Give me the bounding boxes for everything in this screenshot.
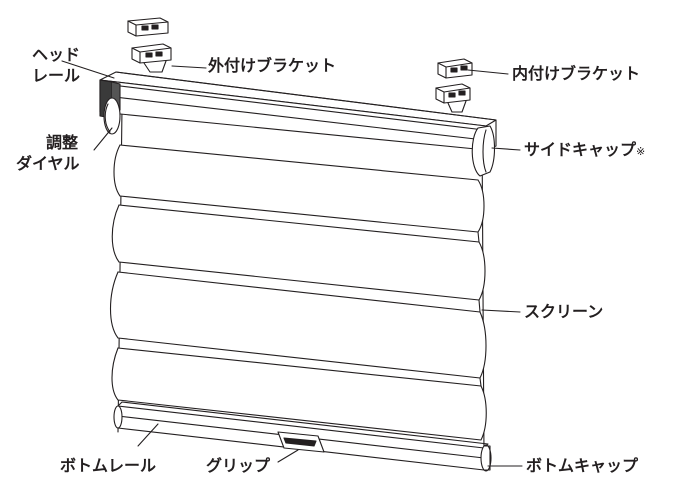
leader-inner-bracket bbox=[467, 69, 509, 75]
leader-bottom-rail bbox=[137, 423, 159, 447]
head-rail-label: ヘッド レール bbox=[32, 44, 80, 86]
side-cap-note: ※ bbox=[636, 145, 646, 158]
leader-head-rail bbox=[61, 60, 115, 79]
bottom-rail-label: ボトムレール bbox=[60, 456, 157, 475]
side-cap-label: サイドキャップ※ bbox=[524, 140, 645, 162]
head-rail-label-line2: レール bbox=[32, 66, 81, 85]
leader-lines bbox=[61, 60, 523, 467]
screen-fabric bbox=[110, 107, 487, 457]
leader-adjust-dial bbox=[93, 127, 113, 151]
outer-bracket-bottom bbox=[131, 43, 172, 73]
bottom-cap bbox=[480, 444, 492, 472]
screen-label: スクリーン bbox=[524, 302, 604, 321]
leader-screen bbox=[481, 309, 521, 313]
adjust-dial-label-line2: ダイヤル bbox=[16, 154, 80, 173]
side-cap bbox=[471, 125, 496, 177]
inner-bracket-bottom bbox=[435, 83, 471, 113]
inner-bracket-label: 内付けブラケット bbox=[512, 64, 641, 83]
leader-outer-bracket bbox=[171, 65, 207, 69]
outer-bracket-label: 外付けブラケット bbox=[208, 56, 337, 75]
head-rail bbox=[99, 71, 497, 151]
inner-bracket-top bbox=[437, 58, 473, 79]
adjust-dial bbox=[103, 97, 121, 135]
side-cap-label-text: サイドキャップ bbox=[524, 140, 637, 159]
head-rail-label-line1: ヘッド bbox=[32, 45, 81, 64]
outer-bracket-top bbox=[127, 17, 169, 37]
adjust-dial-label: 調整 ダイヤル bbox=[16, 132, 80, 174]
grip bbox=[277, 431, 325, 453]
bottom-cap-label: ボトムキャップ bbox=[526, 456, 639, 475]
leader-grip bbox=[277, 449, 299, 463]
leader-side-cap bbox=[491, 147, 521, 151]
adjust-dial-label-line1: 調整 bbox=[46, 133, 79, 152]
grip-label: グリップ bbox=[206, 456, 271, 475]
